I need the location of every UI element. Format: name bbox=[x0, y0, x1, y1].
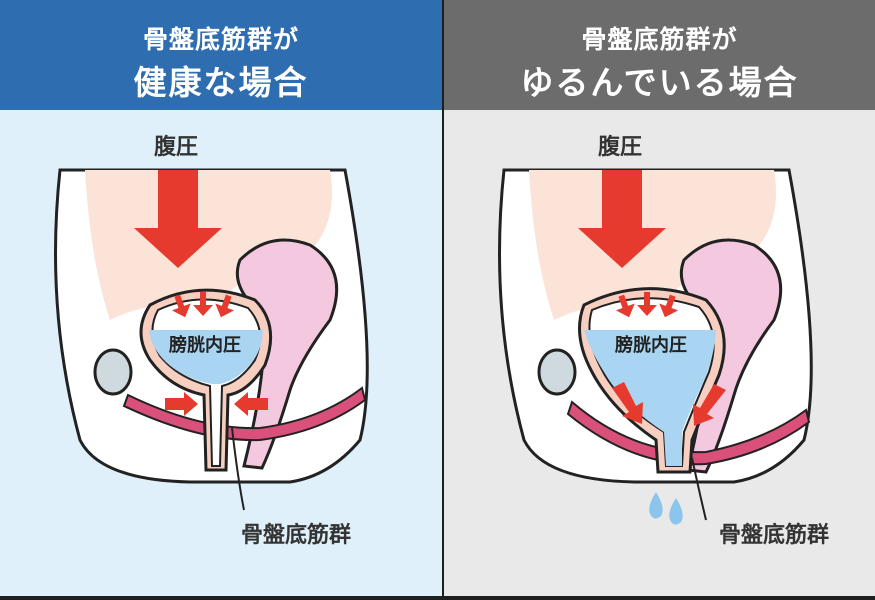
label-bladder-pressure: 膀胱内圧 bbox=[168, 334, 241, 356]
healthy-header: 骨盤底筋群が 健康な場合 bbox=[0, 0, 442, 110]
urine-drop-1 bbox=[649, 492, 663, 519]
pressure-arrow-small-3 bbox=[215, 294, 235, 318]
push-arrow-left bbox=[612, 382, 643, 424]
healthy-illustration: 腹圧 膀胱内圧 骨盤底筋群 bbox=[54, 134, 369, 548]
pressure-arrow-large bbox=[134, 170, 222, 268]
pressure-arrow-large bbox=[578, 170, 666, 268]
urine-drop-2 bbox=[669, 498, 683, 525]
urine bbox=[149, 330, 263, 384]
pressure-arrow-small-2 bbox=[193, 292, 213, 316]
urine bbox=[584, 330, 716, 466]
label-bladder-pressure: 膀胱内圧 bbox=[614, 334, 687, 356]
pressure-arrow-small-1 bbox=[615, 294, 635, 318]
label-pelvic-floor-muscle: 骨盤底筋群 bbox=[719, 522, 829, 548]
weakened-title-line2: ゆるんでいる場合 bbox=[520, 63, 799, 102]
muscle-leader-line bbox=[231, 427, 245, 511]
pressure-arrow-small-1 bbox=[171, 294, 191, 318]
label-abdominal-pressure: 腹圧 bbox=[154, 134, 198, 160]
muscle-leader-line bbox=[691, 457, 707, 521]
abdomen-area bbox=[85, 170, 332, 320]
pressure-arrow-small-2 bbox=[637, 292, 657, 316]
pressure-arrow-small-3 bbox=[659, 294, 679, 318]
healthy-title-line2: 健康な場合 bbox=[133, 63, 309, 102]
pubic-bone bbox=[93, 348, 133, 396]
abdomen-area bbox=[529, 170, 776, 320]
weakened-illustration: 腹圧 膀胱内圧 骨盤底筋群 bbox=[498, 134, 829, 548]
pubic-bone bbox=[537, 348, 577, 396]
label-abdominal-pressure: 腹圧 bbox=[598, 134, 642, 160]
closing-arrow-left bbox=[165, 392, 198, 416]
closing-arrow-right bbox=[234, 392, 268, 416]
healthy-title-line1: 骨盤底筋群が bbox=[142, 25, 299, 54]
push-arrow-right bbox=[693, 384, 726, 426]
weakened-header: 骨盤底筋群が ゆるんでいる場合 bbox=[444, 0, 875, 110]
weakened-panel: 骨盤底筋群が ゆるんでいる場合 腹圧 bbox=[444, 0, 875, 596]
weakened-title-line1: 骨盤底筋群が bbox=[581, 25, 738, 54]
label-pelvic-floor-muscle: 骨盤底筋群 bbox=[241, 522, 351, 548]
healthy-panel: 骨盤底筋群が 健康な場合 bbox=[0, 0, 442, 596]
